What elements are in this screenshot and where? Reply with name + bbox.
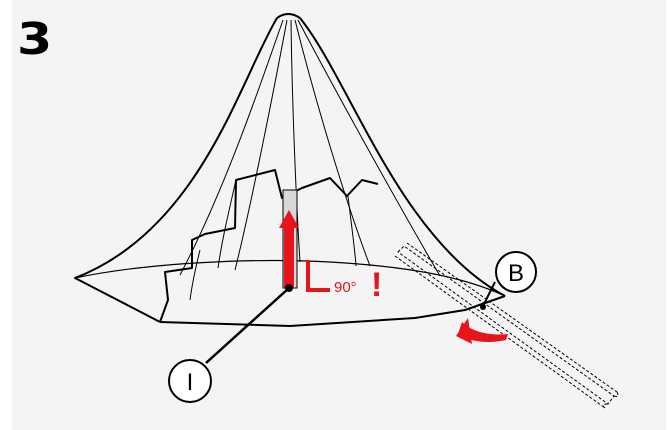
callout-label-i: I <box>187 369 194 396</box>
illustration-panel <box>12 0 666 430</box>
tent-seams <box>179 19 441 301</box>
angle-label: 90° <box>334 279 357 296</box>
right-angle-icon <box>306 260 330 292</box>
callout-stake: B <box>480 251 537 310</box>
exclamation-icon: ! <box>371 266 382 304</box>
curved-arrow-icon <box>456 318 508 344</box>
up-arrow-icon <box>279 210 299 288</box>
svg-text:!: ! <box>371 266 382 304</box>
step-number: 3 <box>17 14 53 65</box>
callout-pole: I <box>168 284 293 403</box>
callout-label-b: B <box>508 260 524 287</box>
stake <box>394 242 619 409</box>
